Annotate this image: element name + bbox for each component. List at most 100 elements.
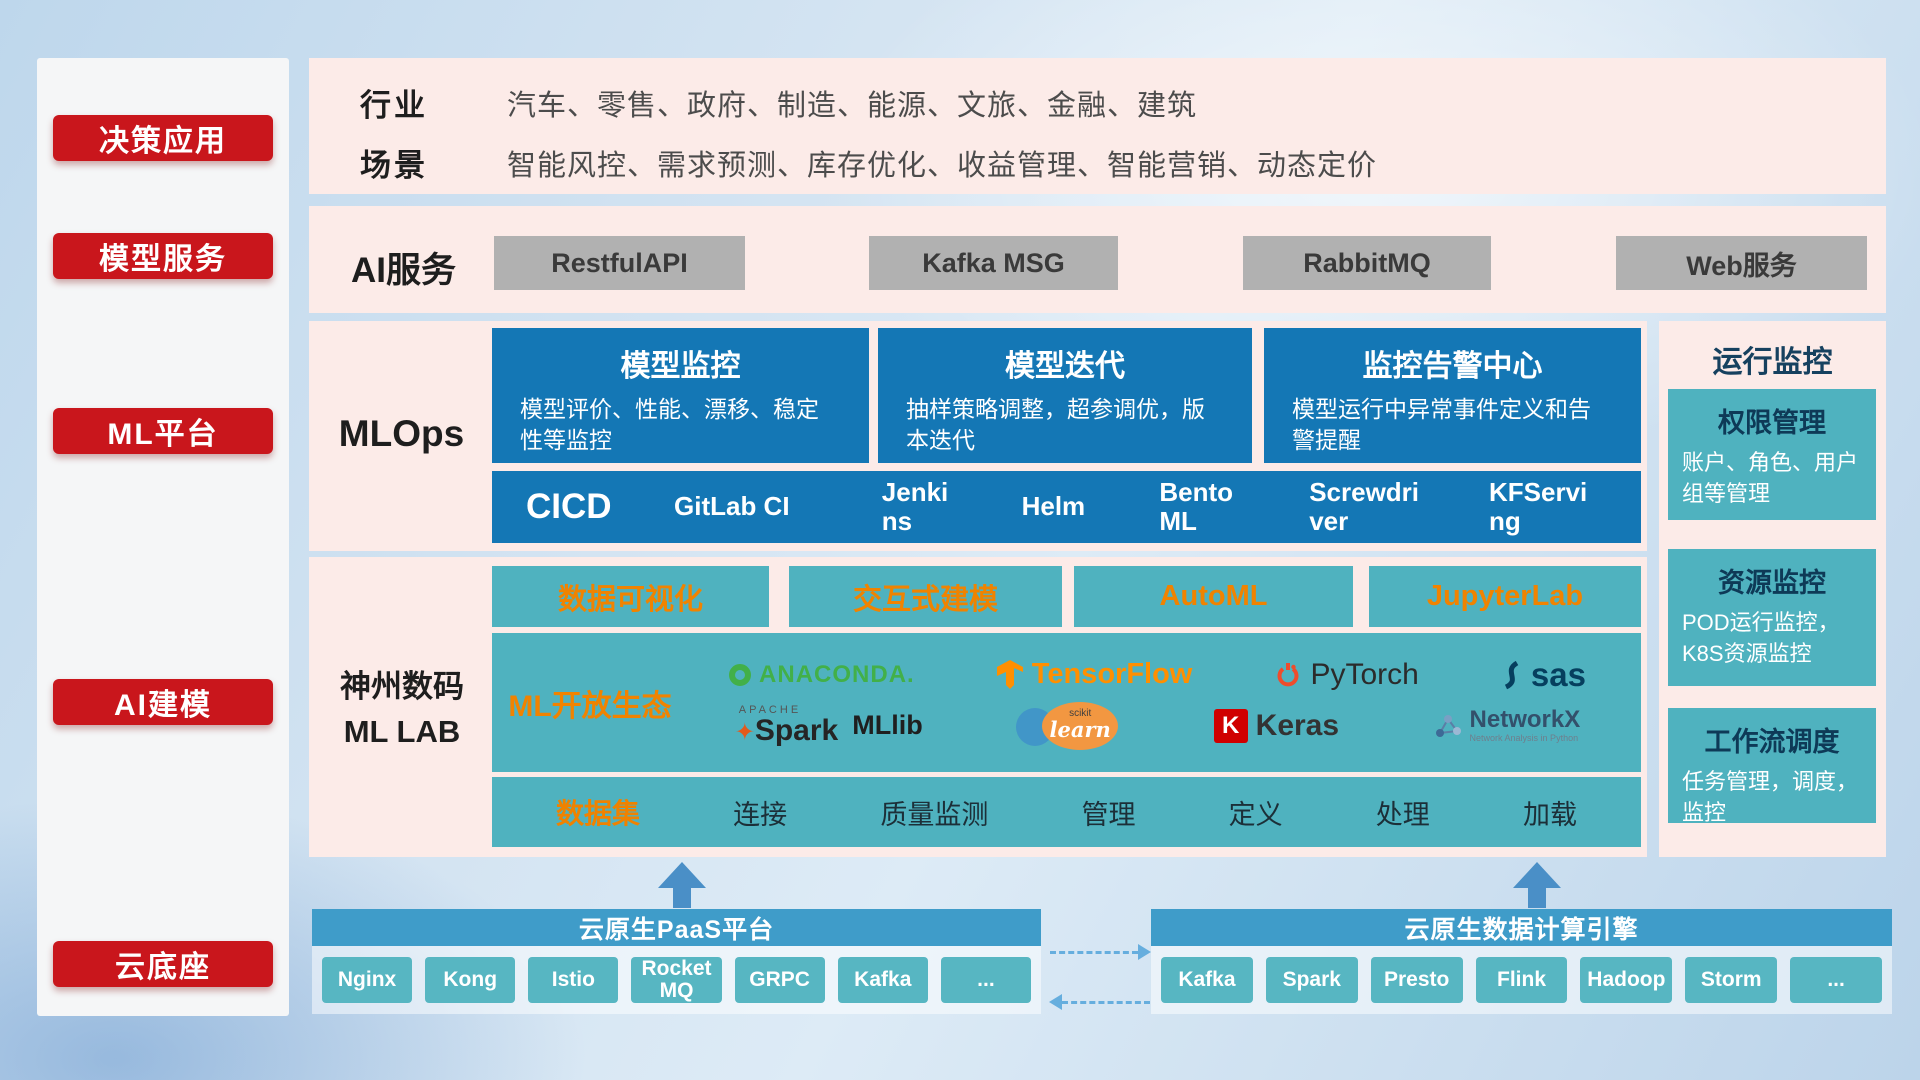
engine-item-hadoop[interactable]: Hadoop [1580,957,1673,1003]
industry-list: 汽车、零售、政府、制造、能源、文旅、金融、建筑 [507,90,1198,122]
sidebar-item-model-service[interactable]: 模型服务 [53,233,273,279]
resource-monitoring-title: 资源监控 [1718,568,1826,598]
spark-text: ✦Spark [735,716,839,746]
runtime-monitoring-panel: 运行监控 权限管理 账户、角色、用户组等管理 资源监控 POD运行监控，K8S资… [1659,321,1886,857]
engine-body: Kafka Spark Presto Flink Hadoop Storm ..… [1151,946,1892,1014]
engine-header: 云原生数据计算引擎 [1151,909,1892,946]
automl-button[interactable]: AutoML [1074,566,1353,627]
industry-label: 行业 [360,88,428,123]
up-arrow-right [1513,862,1561,908]
jupyterlab-button[interactable]: JupyterLab [1369,566,1641,627]
anaconda-text: ANACONDA. [759,660,915,688]
dataset-item-load: 加载 [1522,799,1577,830]
dataset-item-define: 定义 [1228,799,1283,830]
networkx-text: NetworkX [1469,706,1581,734]
learn-text: learn [1049,717,1111,743]
engine-item-more[interactable]: ... [1790,957,1883,1003]
sidebar-item-cloud-base[interactable]: 云底座 [53,941,273,987]
pytorch-icon [1277,662,1299,686]
networkx-text-wrap: NetworkX Network Analysis in Python [1469,706,1581,743]
sidebar-item-decision-app[interactable]: 决策应用 [53,115,273,161]
paas-item-nginx[interactable]: Nginx [322,957,413,1003]
resource-monitoring-card: 资源监控 POD运行监控，K8S资源监控 [1668,549,1876,686]
cicd-bar: CICD GitLab CI Jenkins Helm BentoML Scre… [492,471,1641,543]
paas-item-kafka[interactable]: Kafka [837,957,928,1003]
pytorch-text: PyTorch [1310,657,1419,691]
pytorch-logo: PyTorch [1274,657,1419,692]
dataset-item-manage: 管理 [1081,799,1136,830]
interactive-modeling-button[interactable]: 交互式建模 [789,566,1062,627]
restfulapi-button[interactable]: RestfulAPI [494,236,745,290]
keras-logo: K Keras [1213,708,1340,743]
logo-row-top: ANACONDA. TensorFlow [688,656,1627,694]
mllib-text: MLlib [852,710,923,740]
spark-star-icon: ✦ [734,719,755,746]
model-iteration-desc: 抽样策略调整，超参调优，版本迭代 [906,396,1205,454]
spark-mark: APACHE ✦Spark [735,705,839,746]
paas-item-grpc[interactable]: GRPC [734,957,825,1003]
up-arrow-left-head [658,862,706,888]
dashed-arrow-right-line [1050,951,1138,954]
scikit-learn-logo: scikit learn [1016,701,1120,750]
model-iteration-title: 模型迭代 [1005,350,1125,383]
model-monitoring-title: 模型监控 [620,350,741,383]
alert-center-card: 监控告警中心 模型运行中异常事件定义和告警提醒 [1264,328,1641,463]
paas-item-rocketmq[interactable]: RocketMQ [631,957,722,1003]
model-monitoring-card: 模型监控 模型评价、性能、漂移、稳定性等监控 [492,328,869,463]
dashed-arrow-right-head [1138,944,1151,960]
engine-item-kafka[interactable]: Kafka [1161,957,1253,1003]
tensorflow-icon [996,660,1023,689]
dashed-arrow-left-line [1062,1001,1150,1004]
web-service-button[interactable]: Web服务 [1616,236,1867,290]
scenario-label: 场景 [360,148,428,183]
networkx-logo: NetworkX Network Analysis in Python [1433,706,1581,743]
kafka-msg-button[interactable]: Kafka MSG [869,236,1118,290]
spark-word-text: Spark [754,714,839,747]
permission-management-title: 权限管理 [1718,408,1826,438]
ml-ecosystem-strip: ML开放生态 ANACONDA. TensorFlow [492,633,1641,772]
tensorflow-logo: TensorFlow [996,658,1193,691]
cicd-item-screwdriver: Screwdriver [1309,476,1420,536]
sidebar-item-ai-modeling[interactable]: AI建模 [53,679,273,725]
permission-management-desc: 账户、角色、用户组等管理 [1682,450,1859,506]
rabbitmq-button[interactable]: RabbitMQ [1243,236,1491,290]
paas-item-more[interactable]: ... [940,957,1031,1003]
dashed-arrow-left-head [1049,994,1062,1010]
cicd-label: CICD [526,487,612,526]
mllab-label-line2: ML LAB [343,713,461,749]
networkx-subtitle: Network Analysis in Python [1469,732,1579,743]
cicd-item-bentoml: BentoML [1159,476,1234,536]
ml-ecosystem-label: ML开放生态 [508,689,672,723]
apache-text: APACHE [738,704,802,716]
anaconda-icon [729,663,752,686]
keras-text: Keras [1255,708,1340,742]
engine-item-storm[interactable]: Storm [1685,957,1778,1003]
workflow-scheduling-desc: 任务管理，调度，监控 [1682,769,1859,825]
sas-icon [1504,660,1519,689]
scikit-learn-badge: scikit learn [1042,701,1119,750]
permission-management-card: 权限管理 账户、角色、用户组等管理 [1668,389,1876,520]
mlops-label: MLOps [338,413,465,454]
paas-item-kong[interactable]: Kong [425,957,516,1003]
data-visualization-button[interactable]: 数据可视化 [492,566,769,627]
model-monitoring-desc: 模型评价、性能、漂移、稳定性等监控 [520,396,819,454]
engine-item-spark[interactable]: Spark [1265,957,1358,1003]
paas-header: 云原生PaaS平台 [312,909,1041,946]
anaconda-logo: ANACONDA. [729,661,915,689]
paas-item-istio[interactable]: Istio [528,957,619,1003]
sidebar-item-ml-platform[interactable]: ML平台 [53,408,273,454]
engine-item-flink[interactable]: Flink [1475,957,1568,1003]
resource-monitoring-desc: POD运行监控，K8S资源监控 [1682,610,1840,666]
ai-service-label: AI服务 [351,251,457,290]
cicd-item-kfserving: KFServing [1488,476,1588,536]
sas-logo: sas [1501,656,1586,694]
spark-mllib-logo: APACHE ✦Spark MLlib [735,705,923,746]
cicd-items: GitLab CI Jenkins Helm BentoML Screwdriv… [674,476,1607,536]
scenario-list: 智能风控、需求预测、库存优化、收益管理、智能营销、动态定价 [507,150,1378,182]
logo-row-bottom: APACHE ✦Spark MLlib scikit learn K [688,701,1627,750]
dataset-bar: 数据集 连接 质量监测 管理 定义 处理 加载 [492,777,1641,847]
engine-item-presto[interactable]: Presto [1370,957,1463,1003]
mllab-label: 神州数码 ML LAB [317,665,487,755]
tensorflow-text: TensorFlow [1031,658,1193,690]
